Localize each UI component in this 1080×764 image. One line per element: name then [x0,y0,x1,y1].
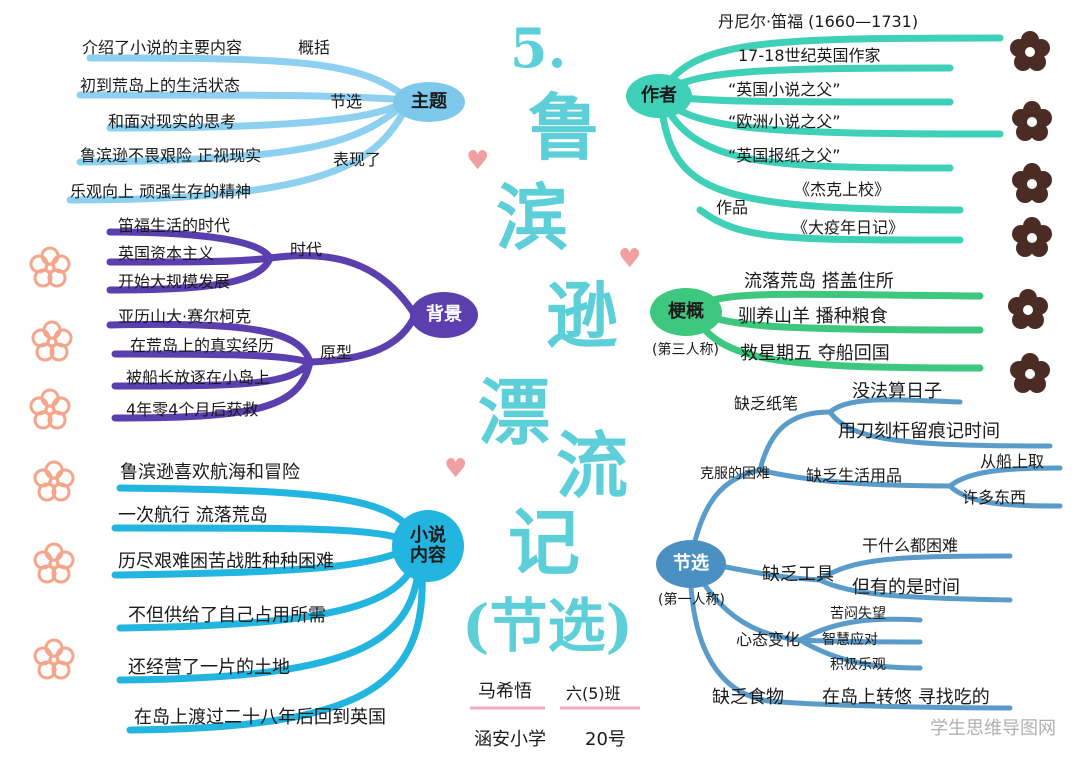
student-school: 涵安小学 [474,729,546,750]
content-item: 不但供给了自己占用所需 [128,605,326,626]
flower-icon [1010,31,1050,71]
student-number: 20号 [585,729,626,750]
excerpt-note: (第一人称) [658,592,725,608]
heart-icon: ♥ [444,454,468,484]
flower-icon [33,460,75,502]
background-connector-prototype: 原型 [320,343,353,362]
flower-icon [29,388,71,430]
title-char-5: 流 [556,423,629,508]
excerpt-branch: 缺乏纸笔 [734,394,799,413]
content-item: 历尽艰难困苦战胜种种困难 [118,551,334,572]
background-item: 在荒岛上的真实经历 [130,336,275,355]
author-item: 17-18世纪英国作家 [738,46,881,65]
content-node: 小说内容 [392,510,464,582]
student-class: 六(5)班 [566,684,621,703]
theme-connector-shows: 表现了 [333,150,382,169]
theme-item: 和面对现实的思考 [108,112,237,131]
excerpt-leaf: 没法算日子 [852,381,942,402]
excerpt-leaf: 在岛上转悠 寻找吃的 [822,687,990,708]
excerpt-leaf: 许多东西 [962,488,1027,507]
excerpt-branch: 缺乏工具 [762,564,834,585]
background-item: 被船长放逐在小岛上 [126,368,271,387]
flower-icon [1012,101,1052,141]
excerpt-leaf: 积极乐观 [830,657,886,673]
author-item: “欧洲小说之父” [728,112,841,131]
watermark: 学生思维导图网 [930,718,1056,739]
excerpt-leaf: 从船上取 [980,452,1045,471]
summary-note: (第三人称) [652,342,719,358]
content-item: 在岛上渡过二十八年后回到英国 [134,707,386,728]
heart-icon: ♥ [466,146,490,176]
background-item: 开始大规模发展 [118,272,231,291]
heart-icon: ♥ [618,244,642,274]
content-item: 还经营了一片的土地 [128,657,290,678]
background-item: 亚历山大·赛尔柯克 [118,307,252,326]
flower-icon [1012,217,1052,257]
flower-icon [29,246,71,288]
summary-item: 驯养山羊 播种粮食 [738,306,888,327]
theme-item: 初到荒岛上的生活状态 [80,76,241,95]
summary-node: 梗概 [650,288,722,336]
background-item: 4年零4个月后获救 [126,400,259,419]
content-item: 一次航行 流落荒岛 [118,505,268,526]
flower-icon [1008,289,1048,329]
background-node: 背景 [410,292,478,338]
summary-item: 救星期五 夺船回国 [740,343,890,364]
theme-item: 介绍了小说的主要内容 [82,38,243,57]
background-connector-era: 时代 [290,240,323,259]
author-node: 作者 [626,74,692,118]
title-char-1: 鲁 [528,85,601,170]
title-char-4: 漂 [478,370,551,455]
flower-icon [31,320,73,362]
theme-connector-excerpt: 节选 [330,92,363,111]
flower-icon [1010,353,1050,393]
excerpt-branch: 心态变化 [736,630,801,649]
author-item: “英国小说之父” [728,80,841,99]
excerpt-leaf: 苦闷失望 [830,606,886,622]
author-item: 丹尼尔·笛福 (1660—1731) [718,12,919,31]
excerpt-branch: 缺乏食物 [712,687,784,708]
author-work: 《杰克上校》 [794,180,891,199]
theme-item: 鲁滨逊不畏艰险 正视现实 [80,146,262,165]
title-char-6: 记 [508,500,581,585]
excerpt-leaf: 干什么都困难 [862,536,959,555]
title-sub: (节选) [462,592,633,660]
title-number: 5. [510,16,567,80]
background-branches [106,228,419,422]
excerpt-leaf: 用刀刻杆留痕记时间 [838,421,1000,442]
theme-node: 主题 [393,82,465,122]
author-item: “英国报纸之父” [728,146,841,165]
content-node-label: 小说内容 [410,525,446,566]
flower-icon [33,542,75,584]
author-work: 《大疫年日记》 [792,218,905,237]
author-works-label: 作品 [716,198,749,217]
student-name: 马希悟 [478,681,532,702]
flower-icon [1012,163,1052,203]
title-char-3: 逊 [546,273,619,358]
title-char-2: 滨 [496,175,569,260]
excerpt-leaf: 但有的是时间 [852,577,960,598]
background-item: 英国资本主义 [118,244,215,263]
flower-icon [33,638,75,680]
excerpt-branch: 缺乏生活用品 [806,466,903,485]
excerpt-leaf: 智慧应对 [822,632,878,648]
excerpt-node: 节选 [656,540,726,588]
content-item: 鲁滨逊喜欢航海和冒险 [120,462,300,483]
background-item: 笛福生活的时代 [118,216,231,235]
excerpt-difficulty: 克服的困难 [700,466,770,482]
theme-connector-summary: 概括 [298,38,331,57]
author-branches [656,34,1004,244]
theme-item: 乐观向上 顽强生存的精神 [70,182,252,201]
summary-item: 流落荒岛 搭盖住所 [744,271,894,292]
